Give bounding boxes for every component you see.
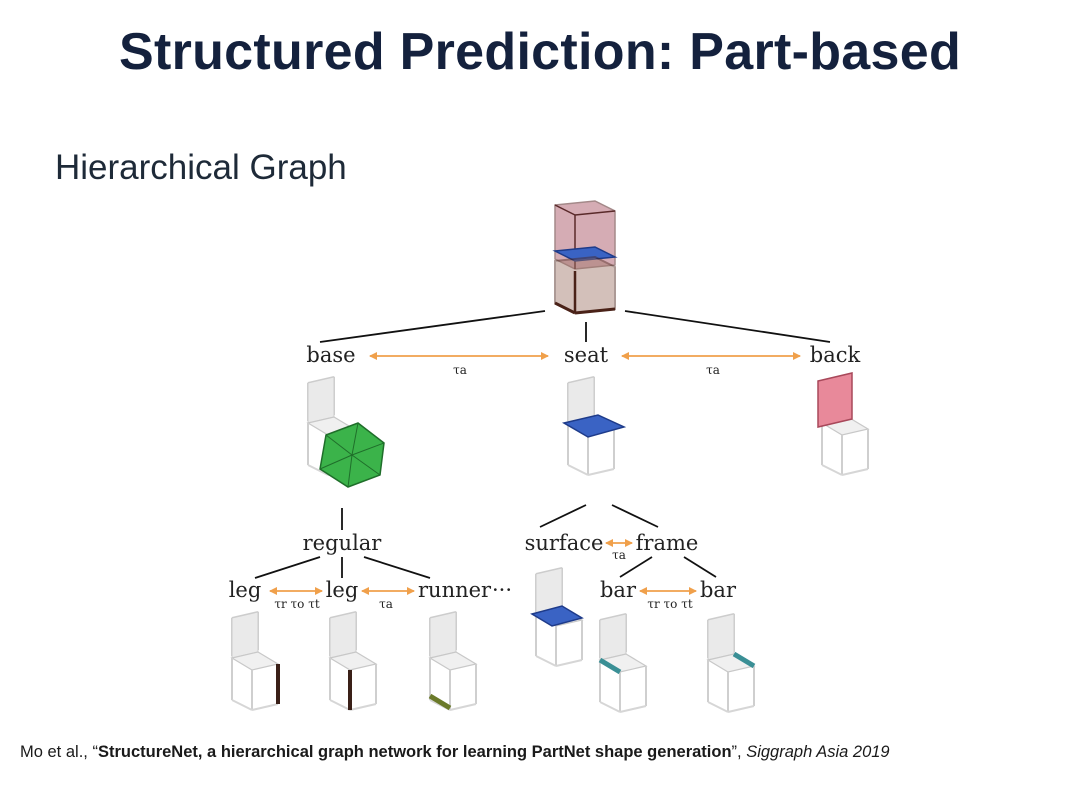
- node-back: back: [810, 343, 861, 367]
- node-surface: surface: [525, 531, 604, 555]
- node-runner: runner: [418, 578, 492, 602]
- citation-separator: ”,: [731, 743, 747, 761]
- citation: Mo et al., “StructureNet, a hierarchical…: [20, 742, 890, 763]
- node-frame: frame: [636, 531, 699, 555]
- chair-base-icon: [307, 376, 385, 488]
- edge-label-surface-frame: τa: [612, 548, 626, 562]
- tree-edges-frame: [619, 556, 717, 578]
- chair-leg-1-icon: [231, 611, 280, 711]
- node-leg-1: leg: [229, 578, 262, 602]
- chair-leg-2-icon: [329, 611, 377, 711]
- tree-edges-seat: [539, 504, 659, 528]
- chair-seat-icon: [561, 376, 627, 476]
- chair-bar-2-icon: [707, 613, 756, 713]
- slide-subtitle: Hierarchical Graph: [55, 148, 347, 187]
- tree-edges-regular: [254, 556, 431, 579]
- citation-venue: Siggraph Asia 2019: [746, 743, 890, 761]
- edge-label-leg-leg: τr τo τt: [274, 597, 320, 611]
- edge-label-base-seat: τa: [453, 363, 467, 377]
- chair-back-icon: [817, 372, 869, 476]
- citation-paper-title: StructureNet, a hierarchical graph netwo…: [97, 743, 732, 761]
- chair-runner-icon: [428, 611, 477, 711]
- root-chair-icon: [552, 200, 618, 315]
- slide-title: Structured Prediction: Part-based: [118, 23, 962, 81]
- node-ellipsis: ···: [492, 578, 512, 602]
- edge-label-leg-runner: τa: [379, 597, 393, 611]
- node-seat: seat: [564, 343, 609, 367]
- chair-surface-icon: [530, 567, 584, 667]
- edge-label-bar-bar: τr τo τt: [647, 597, 693, 611]
- node-leg-2: leg: [326, 578, 359, 602]
- edge-label-seat-back: τa: [706, 363, 720, 377]
- node-regular: regular: [303, 531, 383, 555]
- node-bar-1: bar: [600, 578, 637, 602]
- node-base: base: [306, 343, 355, 367]
- chair-bar-1-icon: [598, 613, 647, 713]
- hierarchy-diagram: base seat back τa τa regular leg leg run…: [229, 200, 869, 713]
- citation-authors: Mo et al., “: [20, 743, 98, 761]
- node-bar-2: bar: [700, 578, 737, 602]
- tree-edges-level1: [319, 310, 831, 343]
